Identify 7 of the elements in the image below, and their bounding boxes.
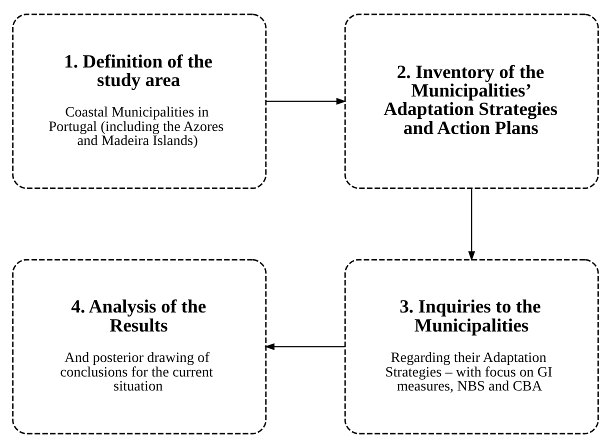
node-box: 2. Inventory of the Municipalities’ Adaptation Strategies and Action Plans xyxy=(344,13,599,188)
arrow xyxy=(264,342,345,350)
arrow xyxy=(468,188,476,261)
arrow xyxy=(266,97,346,104)
node-box: 1. Definition of the study area Coastal Municipalities in Portugal (including the Azores and Madeira Islands) xyxy=(12,13,267,188)
node-box: 4. Analysis of the Results And posterior drawing of conclusions for the current situation xyxy=(12,258,267,434)
node-box: 3. Inquiries to the Municipalities Regarding their Adaptation Strategies – with focus on GI measures, NBS and CBA xyxy=(344,258,599,434)
